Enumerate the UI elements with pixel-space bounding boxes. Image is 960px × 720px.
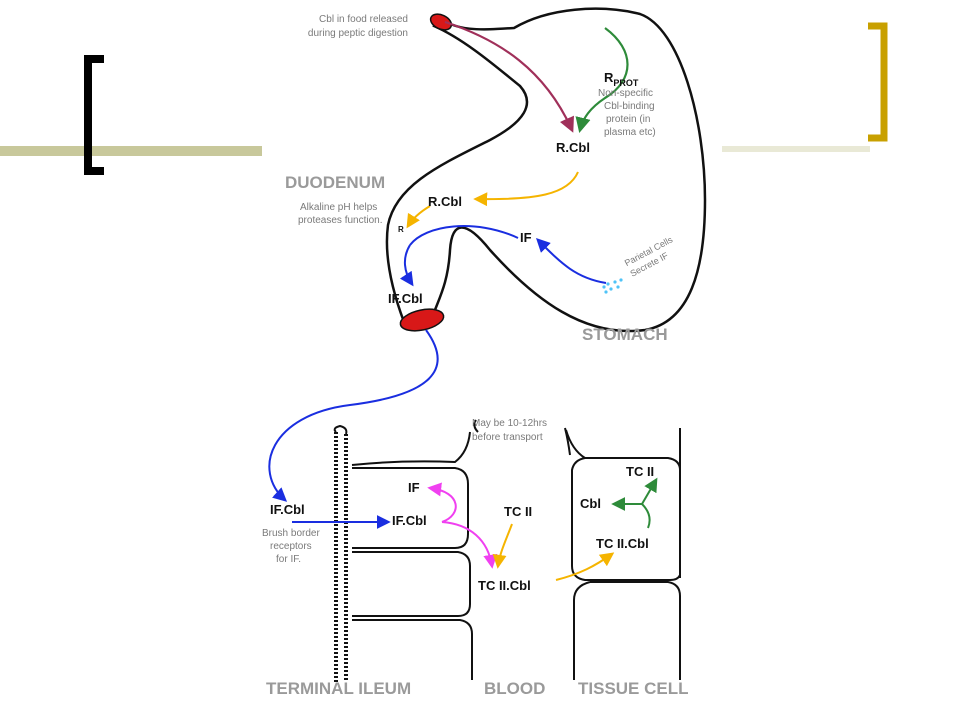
ileocecal-sphincter [399,308,445,332]
receptor-note-line3: for IF. [276,554,301,565]
blood-tc2cbl-label: TC II.Cbl [478,578,531,593]
stomach-if-label: IF [520,230,532,245]
rcbl-to-duodenum-arrow [473,171,579,207]
duodenum-region-label: DUODENUM [285,173,385,192]
duodenum-note-line1: Alkaline pH helps [300,202,377,213]
receptor-note-line1: Brush border [262,528,320,539]
gold-bracket-right [868,22,888,142]
duodenum-rcbl-label: R.Cbl [428,194,462,209]
olive-bar-right [722,146,870,152]
ileum-ifcbl-inside-label: IF.Cbl [392,513,427,528]
duodenum-if-arrow [409,225,519,246]
blood-vessel-right [564,427,571,456]
tissue-cbl-release-stem [641,503,651,529]
food-note-line1: Cbl in food released [319,14,408,25]
if-release-arrow [427,482,457,523]
duodenum-ifcbl-arrow [399,244,414,287]
rprot-arrow [575,27,629,133]
parietal-cells [602,278,623,294]
black-bracket-left [84,55,104,175]
transport-note-line2: before transport [472,432,543,443]
tissue-tc2cbl-label: TC II.Cbl [596,536,649,551]
tc2-binding-arrow [492,523,513,569]
rprot-subscript: PROT [613,78,639,88]
tissue-cbl-label: Cbl [580,496,601,511]
duodenum-r-label: R [398,225,404,234]
r-degradation-arrow [406,205,431,229]
blood-tc2-label: TC II [504,504,532,519]
food-note-line2: during peptic digestion [308,28,408,39]
parietal-note: Parietal Cells Secrete IF [623,234,675,279]
ileum-if-label: IF [408,480,420,495]
rprot-note-line3: protein (in [606,114,650,125]
duodenum-ifcbl-label: IF.Cbl [388,291,423,306]
terminal-ileum-label: TERMINAL ILEUM [266,679,411,698]
olive-bar-left [0,146,262,156]
tc2cbl-to-tissue-arrow [555,552,615,581]
stomach-region-label: STOMACH [582,325,668,344]
blood-label: BLOOD [484,679,545,698]
ileum-cell-base [352,619,473,680]
if-secretion-arrow [536,238,607,284]
tissue-tc2-arrow [641,477,658,505]
tissue-tc2-label: TC II [626,464,654,479]
duodenum-note-line2: proteases function. [298,215,383,226]
ileum-upper-curve [351,431,471,466]
ileum-cell-bottom [352,551,471,617]
stomach-duodenum-outline [385,7,707,333]
tissue-outer-top [565,429,586,459]
rprot-note-line1: Non-specific [598,88,653,99]
cbl-to-tc2-arrow [441,521,498,569]
transport-note-line1: May be 10-12hrs [472,418,547,429]
receptor-note-line2: receptors [270,541,312,552]
rprot-label: RPROT [604,70,639,88]
cardiac-sphincter [429,13,453,31]
blood-vessel-left [473,419,479,433]
food-cbl-arrow [444,20,574,133]
ileum-brush-border [333,424,348,682]
tissue-cell-bottom [573,581,681,680]
ileum-ifcbl-outside-label: IF.Cbl [270,502,305,517]
tissue-cell-top [571,428,681,581]
ileum-cell-top [352,467,469,549]
rprot-note-line2: Cbl-binding [604,101,655,112]
stomach-rcbl-label: R.Cbl [556,140,590,155]
rprot-note-line4: plasma etc) [604,127,656,138]
ifcbl-to-ileum-arrow [268,329,439,502]
tissue-cell-label: TISSUE CELL [578,679,689,698]
